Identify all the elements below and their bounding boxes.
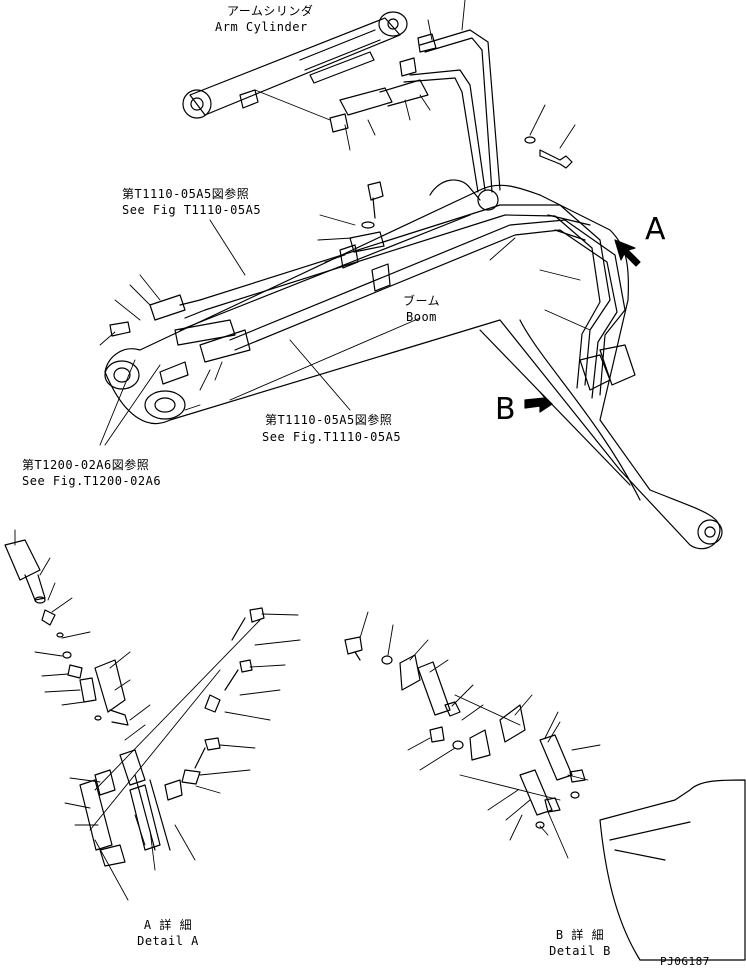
see-fig-label-1-en: See Fig T1110-05A5: [122, 203, 262, 217]
leader-lines-top: [254, 0, 576, 151]
arm-cylinder-label-jp: アームシリンダ: [227, 4, 314, 18]
detail-a-title-en: Detail A: [137, 934, 199, 948]
boom-top-bolt: [349, 181, 385, 253]
detail-a: [4, 539, 265, 867]
see-fig-label-3-en: See Fig.T1200-02A6: [22, 474, 162, 488]
drawing-code: PJ0G187: [660, 955, 710, 968]
detail-a-leaders: [14, 529, 301, 901]
view-arrow-a-label: A: [645, 212, 666, 247]
see-fig-label-3-jp: 第T1200-02A6図参照: [22, 458, 150, 472]
detail-a-title-jp: A 詳 細: [143, 918, 193, 932]
view-arrow-b-label: B: [495, 392, 516, 427]
see-fig-label-2-jp: 第T1110-05A5図参照: [265, 413, 393, 427]
see-fig-label-1-jp: 第T1110-05A5図参照: [122, 187, 250, 201]
cylinder-pipes: [329, 29, 501, 193]
detail-b-title-jp: B 詳 細: [555, 928, 605, 942]
leader-lines-boom: [99, 214, 591, 411]
detail-b: [344, 636, 746, 961]
detail-b-title-en: Detail B: [549, 944, 611, 958]
see-fig-label-2-en: See Fig.T1110-05A5: [262, 430, 402, 444]
boom-label-en: Boom: [406, 310, 437, 324]
detail-b-leaders: [359, 611, 601, 859]
boom: [104, 179, 723, 550]
bolt-top-right: [524, 136, 573, 169]
view-arrows: [524, 239, 641, 413]
arm-cylinder-label-en: Arm Cylinder: [215, 20, 308, 34]
arm-cylinder: [182, 11, 408, 119]
boom-left-fittings: [109, 294, 251, 385]
boom-label-jp: ブーム: [403, 294, 441, 308]
reference-leaders: [99, 219, 351, 446]
